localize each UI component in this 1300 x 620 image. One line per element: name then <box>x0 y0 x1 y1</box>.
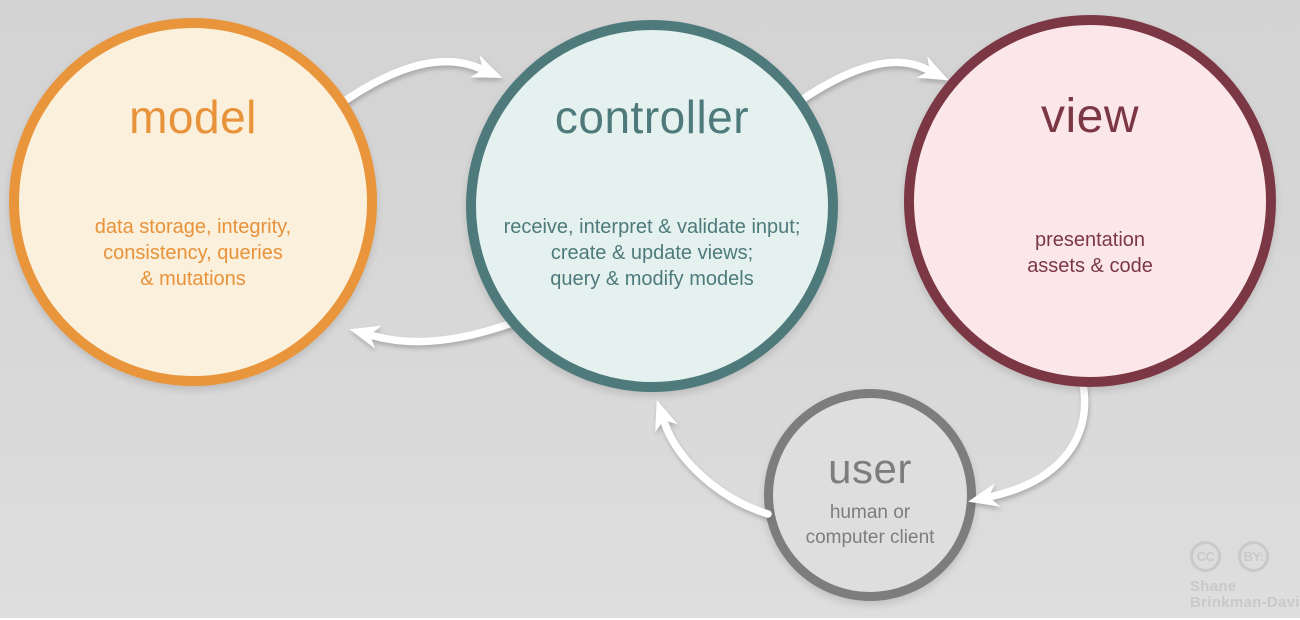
license-attribution: CC BY: Shane Brinkman-Davis <box>1190 541 1300 611</box>
cc-icon: CC <box>1190 541 1221 572</box>
controller-description: receive, interpret & validate input; cre… <box>504 214 801 292</box>
user-node: user human or computer client <box>764 389 976 601</box>
user-desc-line: computer client <box>805 527 935 548</box>
controller-desc-line: query & modify models <box>550 268 754 290</box>
bottom-edge-strip <box>0 618 1300 620</box>
controller-desc-line: create & update views; <box>550 242 754 264</box>
arrow-model-to-controller <box>328 55 503 114</box>
model-node: model data storage, integrity, consisten… <box>9 18 377 386</box>
model-desc-line: data storage, integrity, <box>94 216 292 238</box>
view-desc-line: assets & code <box>1027 255 1153 277</box>
model-title: model <box>129 91 257 143</box>
view-description: presentation assets & code <box>1027 227 1153 279</box>
arrow-user-to-controller <box>655 399 772 518</box>
user-title: user <box>828 445 912 492</box>
model-description: data storage, integrity, consistency, qu… <box>95 214 291 292</box>
controller-node: controller receive, interpret & validate… <box>466 20 838 392</box>
user-desc-line: human or <box>829 502 911 523</box>
license-icons: CC BY: <box>1190 541 1300 572</box>
view-desc-line: presentation <box>1034 229 1146 251</box>
view-node: view presentation assets & code <box>904 15 1276 387</box>
arrow-controller-to-view <box>786 56 949 112</box>
model-desc-line: consistency, queries <box>103 242 283 264</box>
controller-desc-line: receive, interpret & validate input; <box>503 216 801 238</box>
arrow-view-to-user <box>968 380 1089 507</box>
controller-title: controller <box>554 91 750 143</box>
cc-by-icon: BY: <box>1238 541 1269 572</box>
author-name-line1: Shane <box>1190 578 1237 595</box>
author-name-line2: Brinkman-Davis <box>1190 594 1300 611</box>
arrow-controller-to-model <box>349 318 519 349</box>
user-description: human or computer client <box>806 500 935 550</box>
model-desc-line: & mutations <box>140 268 246 290</box>
view-title: view <box>1040 90 1140 143</box>
